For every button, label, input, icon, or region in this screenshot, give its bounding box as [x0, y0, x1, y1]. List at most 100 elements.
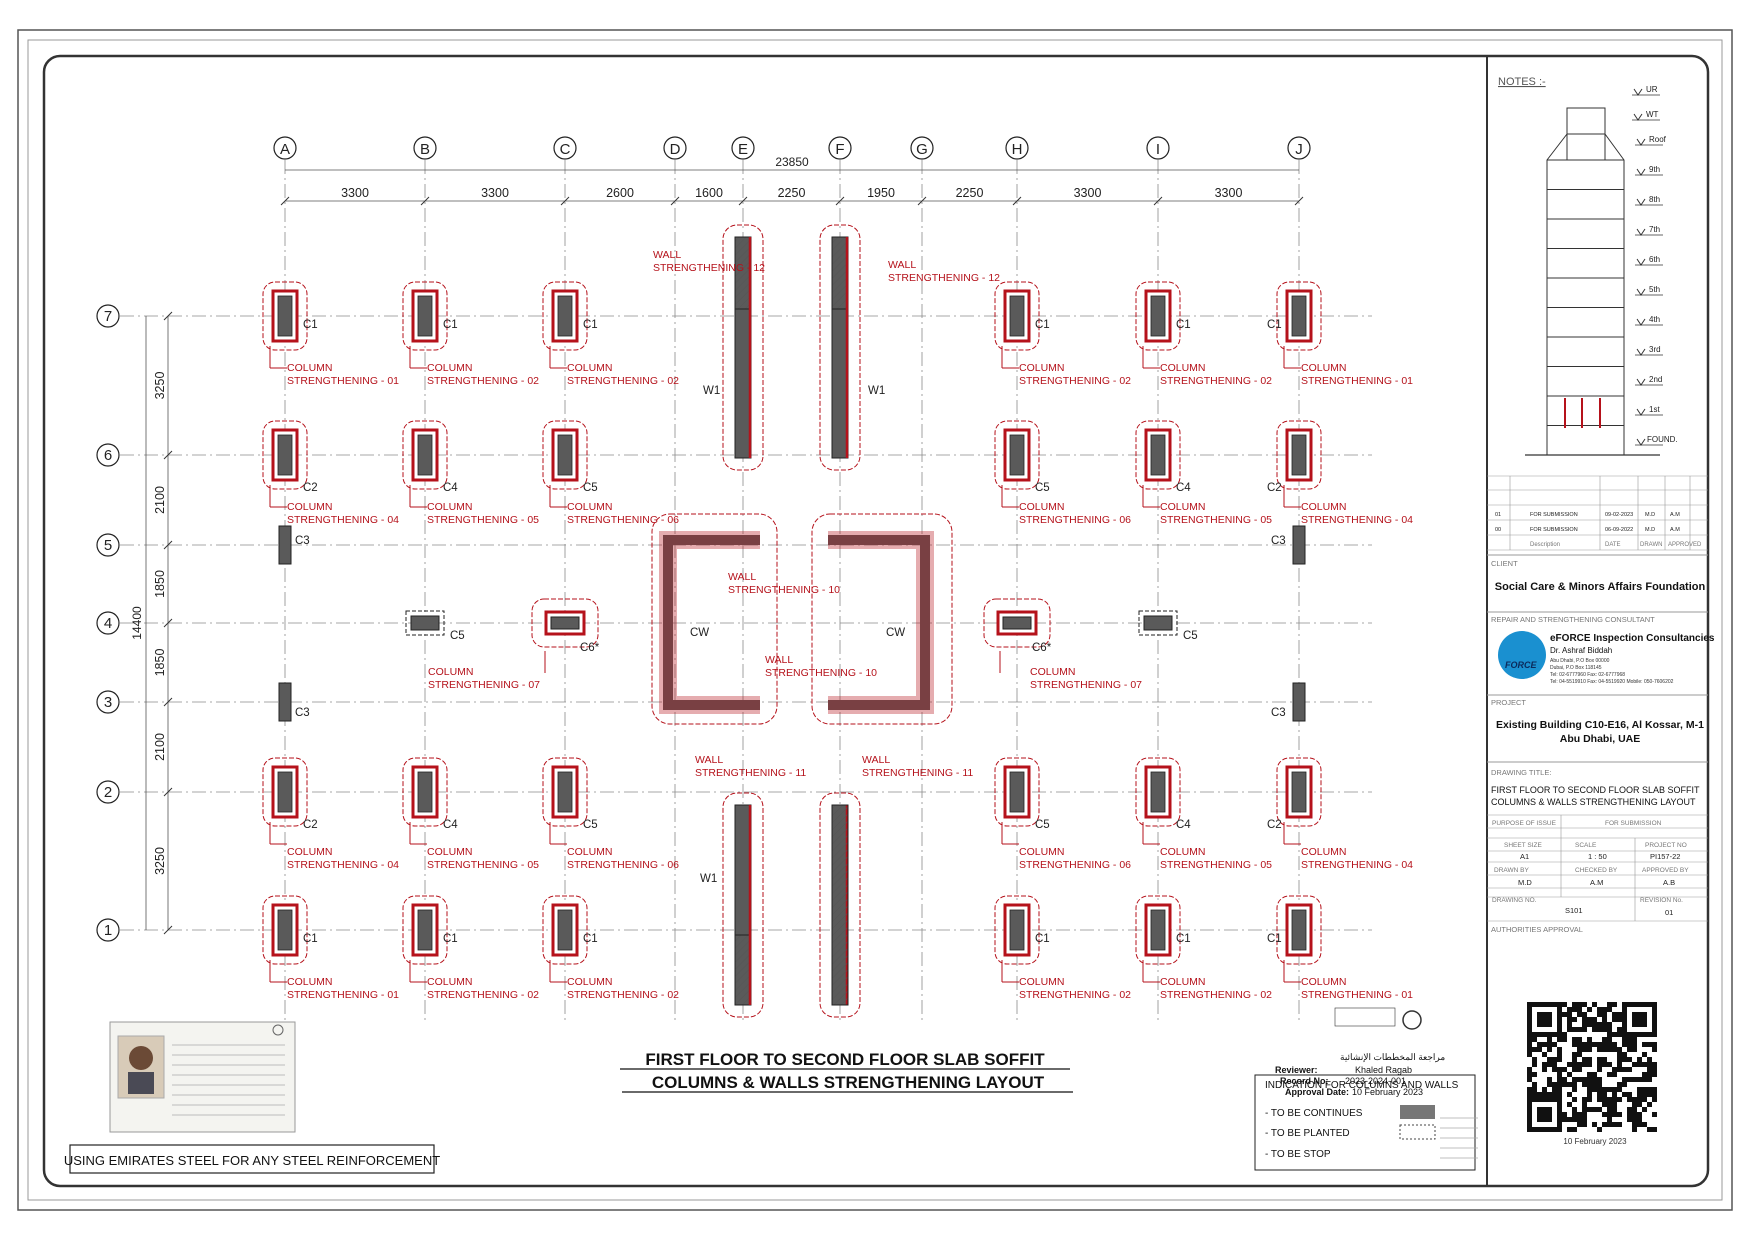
grid-bubble	[413, 136, 437, 160]
cell-label: DRAWN BY	[1494, 867, 1529, 874]
core-wall	[828, 535, 930, 710]
qr-module	[1567, 1072, 1572, 1077]
core-wall-right	[811, 513, 953, 725]
revision-cloud	[542, 757, 588, 827]
qr-module	[1627, 1092, 1632, 1097]
revision-cloud	[994, 757, 1040, 827]
qr-module	[1622, 1082, 1627, 1087]
column-strengthening-tag: COLUMN	[1160, 501, 1206, 513]
column-core	[277, 434, 293, 476]
steel-note-box	[69, 1144, 435, 1174]
qr-module	[1562, 1037, 1567, 1042]
cell-value: A.B	[1663, 878, 1675, 887]
qr-module	[1547, 1077, 1552, 1082]
qr-module	[1612, 1087, 1617, 1092]
qr-module	[1612, 1072, 1617, 1077]
column-c5: C5	[542, 757, 598, 845]
qr-module	[1652, 1097, 1657, 1102]
column-c5: C5	[994, 757, 1050, 845]
notes-label: NOTES :-	[1498, 76, 1546, 88]
column-strengthening-tag: STRENGTHENING - 04	[1301, 514, 1413, 526]
qr-module	[1542, 1067, 1547, 1072]
qr-module	[1582, 1002, 1587, 1007]
qr-module	[1577, 1037, 1582, 1042]
qr-module	[1572, 1057, 1577, 1062]
dim-tick	[163, 787, 173, 797]
qr-module	[1632, 1037, 1637, 1042]
qr-module	[1647, 1092, 1652, 1097]
qr-module	[1542, 1052, 1547, 1057]
level-label: WT	[1646, 110, 1659, 119]
svg-text:CLIENT: CLIENT	[1491, 559, 1518, 568]
qr-module	[1637, 1077, 1642, 1082]
qr-module	[1577, 1112, 1582, 1117]
level-label: UR	[1646, 85, 1658, 94]
svg-text:- TO BE STOP: - TO BE STOP	[1265, 1149, 1331, 1160]
column-id: C1	[443, 933, 458, 945]
qr-module	[1587, 1047, 1592, 1052]
qr-module	[1527, 1072, 1532, 1077]
qr-module	[1622, 1042, 1627, 1047]
grid-bubble	[731, 136, 755, 160]
qr-module	[1637, 1122, 1642, 1127]
wall-hatch	[831, 236, 849, 310]
rev-header: DRAWN	[1640, 542, 1662, 548]
core-wall	[663, 535, 760, 710]
column-strengthening-tag: STRENGTHENING - 02	[1160, 375, 1272, 387]
rev-by: M.D	[1645, 527, 1655, 533]
column-c2: C2	[1267, 757, 1322, 845]
dim-spacing-x: 3300	[341, 186, 369, 200]
qr-module	[1612, 1012, 1617, 1017]
revision-cloud	[262, 895, 308, 965]
grid-label-y: 4	[104, 615, 112, 632]
project-line2: Abu Dhabi, UAE	[1560, 733, 1641, 745]
qr-module	[1527, 1067, 1532, 1072]
qr-module	[1527, 1092, 1532, 1097]
qr-module	[1652, 1092, 1657, 1097]
column-c1: C1	[542, 895, 598, 983]
qr-module	[1562, 1082, 1567, 1087]
dim-tick	[1294, 196, 1304, 206]
qr-module	[1567, 1012, 1572, 1017]
dim-spacing-y: 3250	[153, 372, 167, 400]
wall-w1-top-left	[722, 224, 764, 471]
qr-module	[1607, 1002, 1612, 1007]
qr-module	[1607, 1037, 1612, 1042]
qr-module	[1547, 1042, 1552, 1047]
column-strengthening-tag: COLUMN	[1019, 362, 1065, 374]
authority-logo-icon	[1402, 1010, 1422, 1030]
qr-module	[1627, 1117, 1632, 1122]
qr-module	[1617, 1032, 1622, 1037]
grid-label-x: J	[1295, 141, 1303, 158]
qr-module	[1567, 1017, 1572, 1022]
wall-id: W1	[703, 385, 720, 397]
grid-label-x: D	[670, 141, 681, 158]
column-strengthening-tag: STRENGTHENING - 05	[1160, 859, 1272, 871]
revision-cloud	[262, 281, 308, 351]
qr-module	[1627, 1047, 1632, 1052]
dim-spacing-x: 2250	[778, 186, 806, 200]
column-outline	[1138, 610, 1178, 636]
qr-module	[1577, 1122, 1582, 1127]
qr-module	[1602, 1097, 1607, 1102]
level-label: 2nd	[1649, 375, 1662, 384]
qr-module	[1587, 1072, 1592, 1077]
drawing-title-line1: FIRST FLOOR TO SECOND FLOOR SLAB SOFFIT	[645, 1050, 1045, 1069]
dim-spacing-y: 2100	[153, 733, 167, 761]
qr-module	[1572, 1017, 1577, 1022]
qr-module	[1612, 1047, 1617, 1052]
qr-module	[1632, 1102, 1637, 1107]
wall-id: CW	[886, 627, 905, 639]
qr-module	[1562, 1032, 1567, 1037]
qr-module	[1527, 1042, 1532, 1047]
core-wall-left	[651, 513, 778, 725]
level-label: 3rd	[1649, 345, 1661, 354]
qr-module	[1562, 1012, 1567, 1017]
qr-module	[1642, 1097, 1647, 1102]
level-arrow-icon	[1636, 228, 1646, 236]
qr-module	[1612, 1032, 1617, 1037]
dim-tick	[163, 697, 173, 707]
column-id: C1	[1267, 319, 1282, 331]
column-strengthening-tag: COLUMN	[287, 501, 333, 513]
revision-cloud	[262, 420, 308, 490]
